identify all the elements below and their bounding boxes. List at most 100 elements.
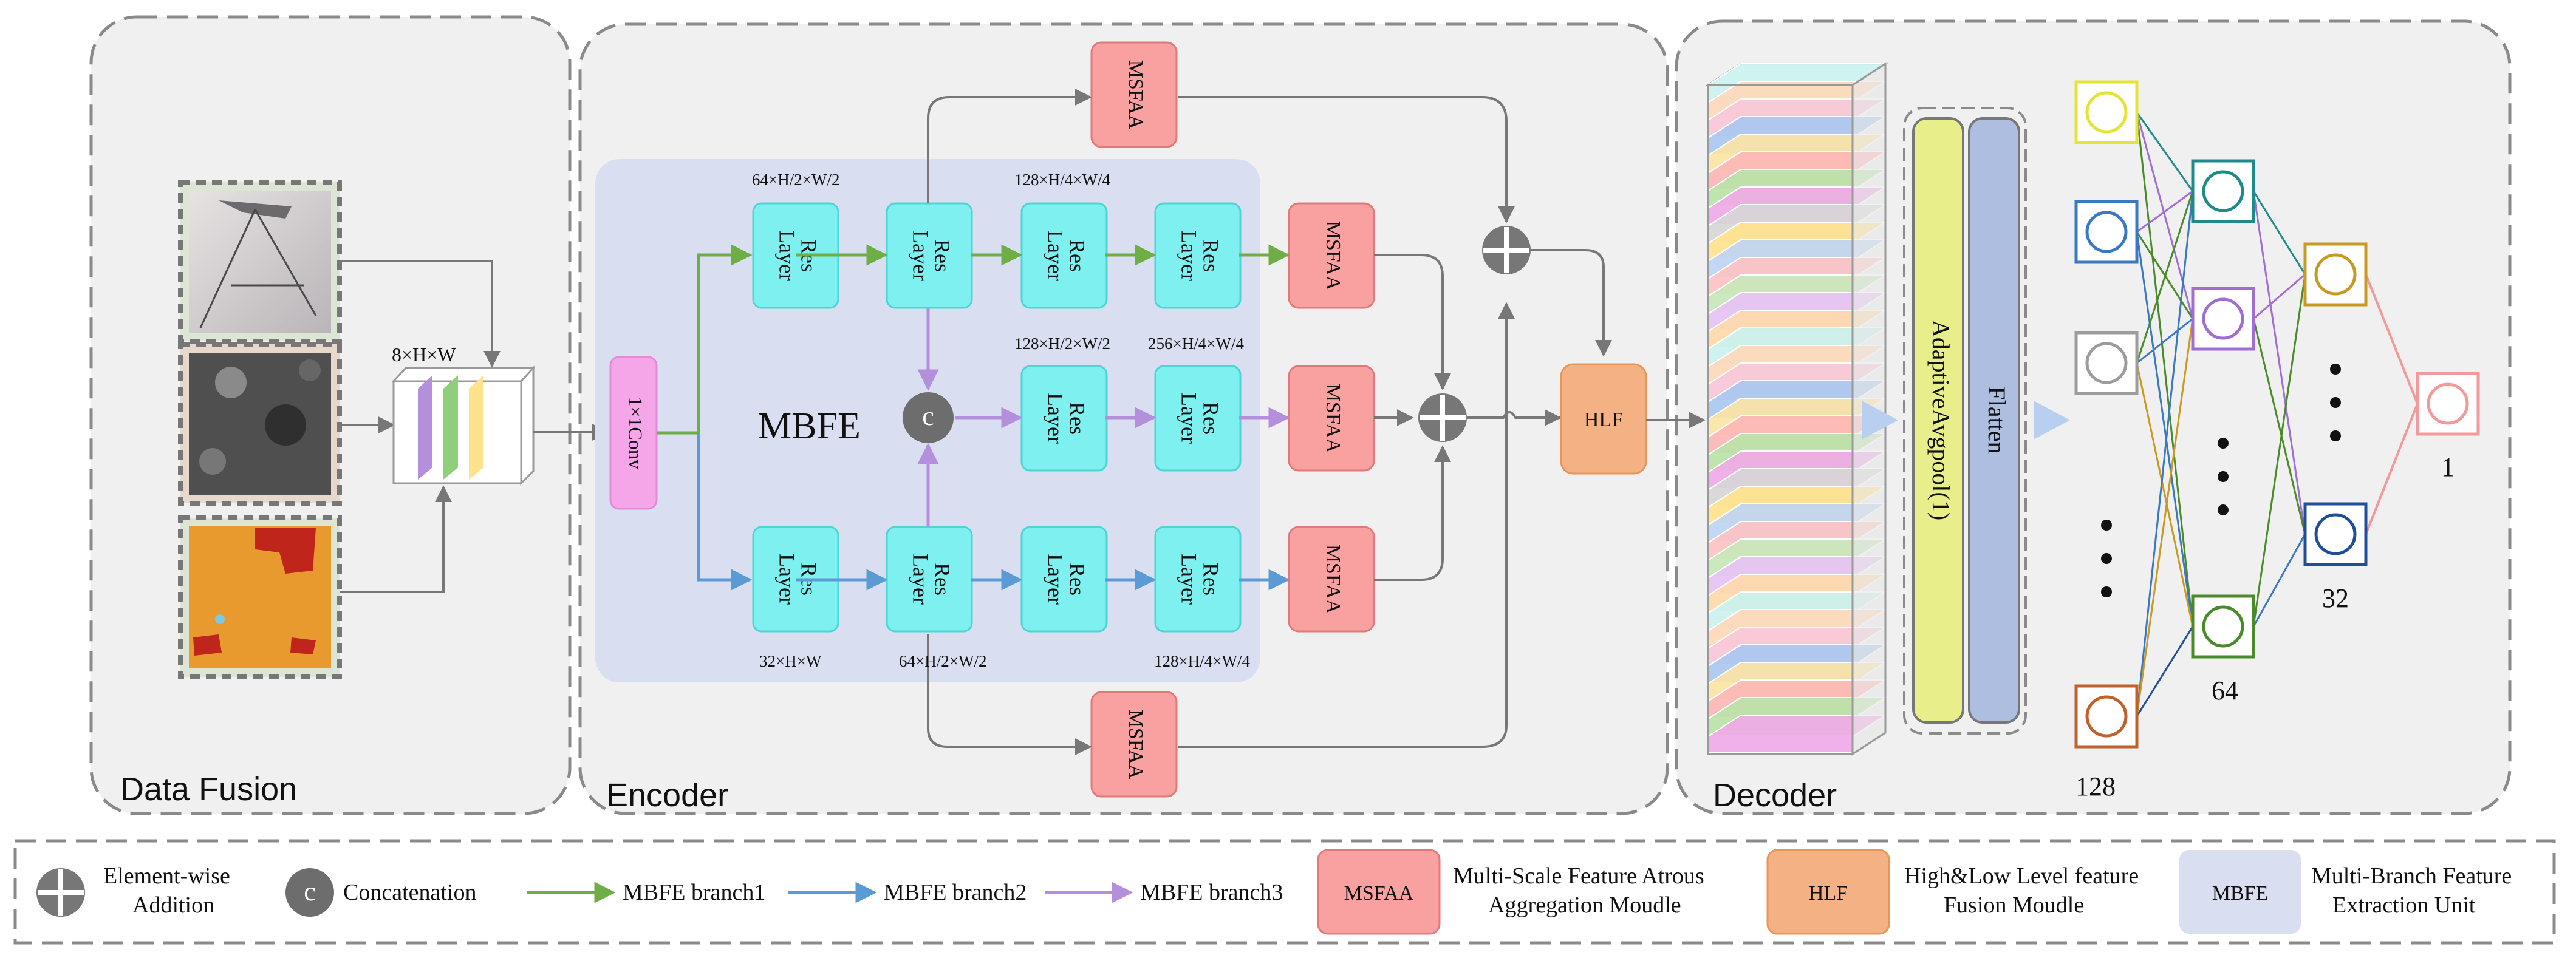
mlp-edge <box>2136 626 2194 717</box>
msfaa1-to-add <box>1374 254 1451 390</box>
layer-label-1: 1 <box>2441 452 2455 482</box>
skip-bottom-out <box>1178 302 1515 748</box>
msfaa-label: MSFAA <box>1124 60 1147 130</box>
flatten-block: Flatten <box>1968 117 2020 724</box>
mlp-edge <box>2136 112 2194 192</box>
add-node-middle <box>1418 393 1467 442</box>
dim-b3-l2: 256×H/4×W/4 <box>1148 335 1244 353</box>
legend-hlf-box: HLF <box>1766 849 1890 935</box>
decoder-arrow-1 <box>1862 401 1898 440</box>
mlp-node-l1-2 <box>2191 594 2255 659</box>
mlp-edge <box>2252 191 2306 275</box>
ellipsis-dot-l2-1 <box>2330 397 2341 408</box>
conv-label: 1×1Conv <box>625 396 647 469</box>
ellipsis-dot-l0-0 <box>2101 520 2112 531</box>
skip-top-in <box>927 89 1092 203</box>
mlp-node-l0-3 <box>2074 684 2139 749</box>
decoder-feature-stack <box>1704 62 1889 756</box>
res-label: Res <box>931 563 955 596</box>
msfaa-b1: MSFAA <box>1288 202 1375 309</box>
ellipsis-dot-l0-1 <box>2101 553 2112 564</box>
svg-text:c: c <box>922 401 934 431</box>
res-label: Res <box>1065 563 1090 596</box>
fusion-cube <box>391 365 536 486</box>
ellipsis-dot-l0-2 <box>2101 586 2112 597</box>
legend-mbfe-line1: Multi-Branch Feature <box>2311 863 2512 889</box>
skip-top-out <box>1178 96 1515 223</box>
legend-branch3-label: MBFE branch3 <box>1140 880 1283 905</box>
add-node-top <box>1482 226 1531 274</box>
branch1-split <box>657 244 753 435</box>
layer-label: Layer <box>775 554 799 605</box>
mlp-edge <box>2136 190 2193 233</box>
arrow-img1-fusion <box>340 260 501 368</box>
layer-label: Layer <box>1044 393 1068 444</box>
mlp-edge <box>2365 403 2419 535</box>
dim-b3-l1: 128×H/2×W/2 <box>1014 335 1110 353</box>
svg-text:HLF: HLF <box>1809 882 1848 905</box>
mlp-node-l3-0 <box>2416 372 2480 436</box>
mlp-node-l2-0 <box>2303 242 2368 307</box>
mlp-edge <box>2252 534 2306 627</box>
legend-concat-icon: c <box>285 868 334 917</box>
mlp-edge <box>2136 362 2194 627</box>
layer-label-32: 32 <box>2322 583 2349 613</box>
mlp-edge <box>2136 112 2194 627</box>
input-image-1 <box>178 180 342 344</box>
mbfe-label: MBFE <box>758 406 861 447</box>
layer-label: Layer <box>909 230 933 281</box>
hlf-block: HLF <box>1560 363 1647 475</box>
legend-addition-line2: Addition <box>132 892 214 918</box>
dim-b2-l2: 64×H/2×W/2 <box>899 652 986 670</box>
svg-text:AdaptiveAvgpool(1): AdaptiveAvgpool(1) <box>1927 320 1955 520</box>
legend-branch2-label: MBFE branch2 <box>884 880 1027 905</box>
mlp-edge <box>2136 231 2194 627</box>
mlp-edge <box>2253 273 2306 320</box>
mlp-edge <box>2136 318 2193 364</box>
layer-label: Layer <box>1177 554 1201 605</box>
conv-1x1-block: 1×1Conv <box>609 356 658 510</box>
mlp-edge <box>2365 274 2419 404</box>
dim-b2-l4: 128×H/4×W/4 <box>1154 652 1250 670</box>
legend-msfaa-box: MSFAA <box>1317 849 1441 935</box>
res-label: Res <box>1199 402 1223 435</box>
msfaa-label: MSFAA <box>1322 545 1344 614</box>
svg-text:MBFE: MBFE <box>2212 882 2269 905</box>
res-label: Res <box>1199 239 1223 272</box>
concat-node: c <box>903 392 954 443</box>
svg-text:c: c <box>304 877 316 906</box>
msfaa-label: MSFAA <box>1322 384 1344 454</box>
layer-label: Layer <box>1044 230 1068 281</box>
res-label: Res <box>1199 563 1223 596</box>
mlp-node-l1-0 <box>2191 159 2255 223</box>
input-image-3 <box>178 515 342 679</box>
msfaa-b3: MSFAA <box>1288 365 1375 472</box>
fusion-dim-label: 8×H×W <box>392 344 456 365</box>
dim-b2-l1: 32×H×W <box>759 652 822 670</box>
legend-msfaa-line2: Aggregation Moudle <box>1488 892 1681 918</box>
mlp-node-l0-1 <box>2074 200 2139 264</box>
svg-text:HLF: HLF <box>1584 409 1623 431</box>
ellipsis-dot-l1-2 <box>2218 504 2229 515</box>
mlp-node-l2-1 <box>2303 502 2368 566</box>
layer-label: Layer <box>1177 230 1201 281</box>
dim-b1-l3: 128×H/4×W/4 <box>1014 171 1110 189</box>
msfaa-b2: MSFAA <box>1288 526 1375 633</box>
add-to-hlf <box>1467 409 1562 426</box>
msfaa-top: MSFAA <box>1090 41 1178 148</box>
svg-text:Flatten: Flatten <box>1983 386 2011 454</box>
mlp-edge <box>2136 191 2194 364</box>
mlp-edge <box>2252 274 2306 627</box>
pool-flatten-group <box>1903 107 2027 735</box>
res-label: Res <box>931 239 955 272</box>
mlp-edge <box>2136 318 2194 717</box>
layer-label: Layer <box>1177 393 1201 444</box>
